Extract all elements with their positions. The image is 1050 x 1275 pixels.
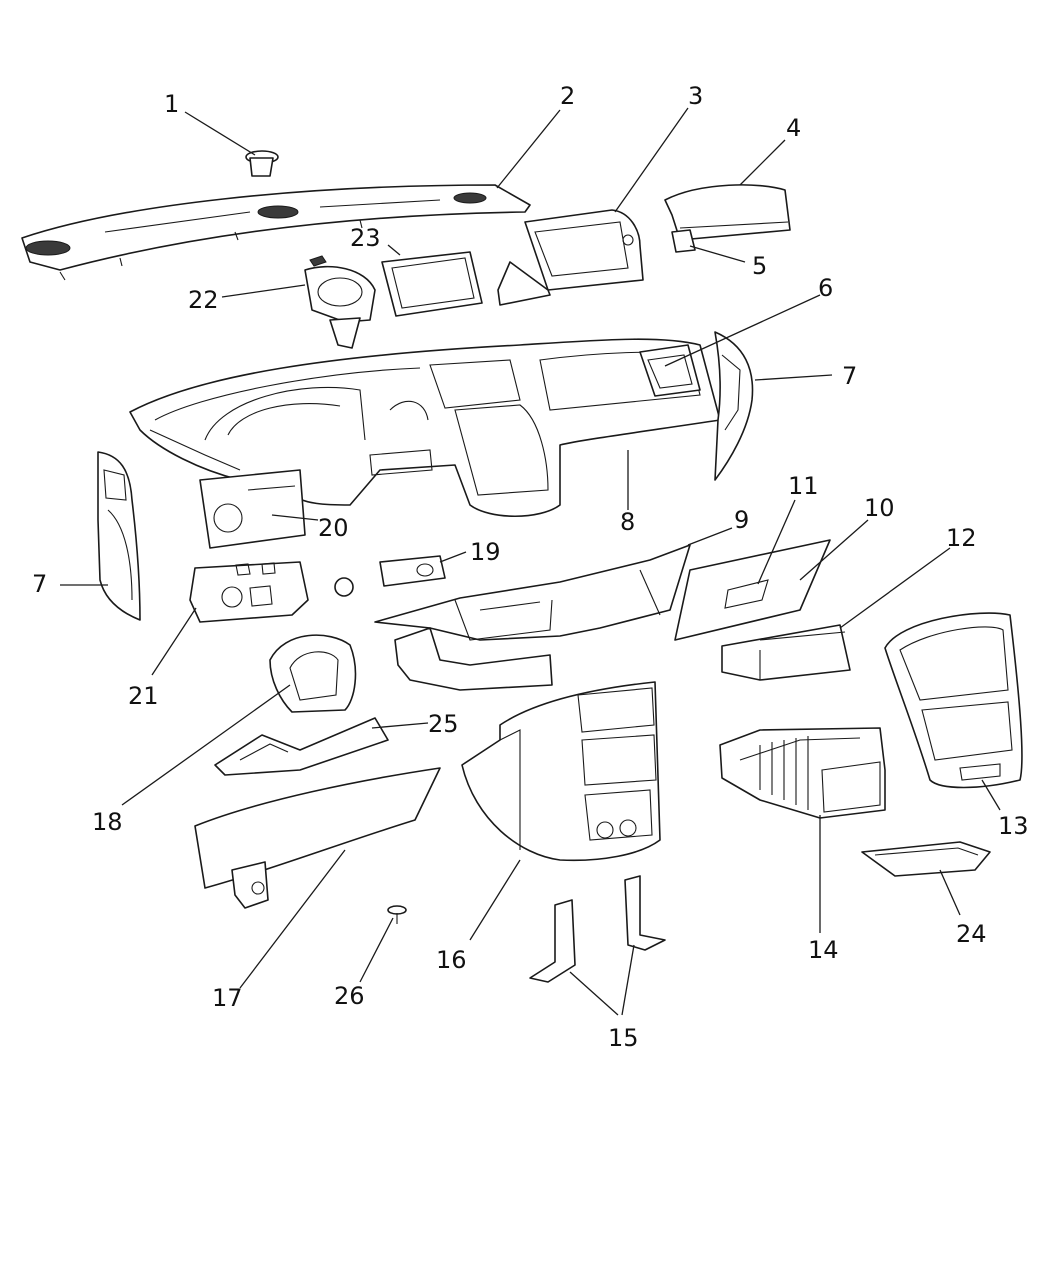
callout-8: 8 [620,508,635,536]
part-25-column-cover [214,717,389,776]
callout-7-right: 7 [842,362,857,390]
callout-20: 20 [318,514,349,542]
part-3-display-housing [497,209,644,306]
part-15-brackets [529,875,666,983]
part-4-cover [664,184,791,241]
part-23-display [381,251,483,317]
part-7-end-cap-left [97,451,141,621]
callout-21: 21 [128,682,159,710]
callout-labels: 1 2 3 4 5 6 7 7 8 9 10 11 12 13 14 15 16… [32,82,1029,1052]
callout-25: 25 [428,710,459,738]
callout-1: 1 [164,90,179,118]
callout-13: 13 [998,812,1029,840]
part-26-pushpin [387,905,407,924]
part-2-dash-top-pad [21,184,531,281]
part-13-console-bezel [884,612,1023,789]
callout-26: 26 [334,982,365,1010]
callout-9: 9 [734,506,749,534]
part-10-glove-box-door [674,539,831,641]
callout-15: 15 [608,1024,639,1052]
part-22-cluster-module [304,255,376,349]
callout-12: 12 [946,524,977,552]
part-7-end-cap-right [714,331,754,481]
part-19-switch-bezel [379,555,446,587]
part-6-bezel [639,344,701,397]
callout-17: 17 [212,984,243,1012]
callout-11: 11 [788,472,819,500]
part-24-tray-mat [861,841,991,877]
callout-10: 10 [864,494,895,522]
part-5-clip [671,229,696,253]
part-17-lower-trim-panel [194,767,441,909]
callout-19: 19 [470,538,501,566]
callout-22: 22 [188,286,219,314]
part-1-clip [245,150,279,177]
callout-16: 16 [436,946,467,974]
callout-14: 14 [808,936,839,964]
callout-2: 2 [560,82,575,110]
callout-24: 24 [956,920,987,948]
callout-7-left: 7 [32,570,47,598]
callout-18: 18 [92,808,123,836]
part-21-switch-bezel [189,561,354,623]
callout-4: 4 [786,114,801,142]
part-16-floor-console [461,681,661,862]
part-18-airbag-cover [269,634,357,713]
callout-5: 5 [752,252,767,280]
part-14-radio-module [719,727,886,819]
part-12-storage-bin [721,624,851,681]
callout-3: 3 [688,82,703,110]
leader-lines [60,107,1001,1016]
part-9-support-structure [374,544,691,691]
callout-23: 23 [350,224,381,252]
callout-6: 6 [818,274,833,302]
part-20-lower-bezel [199,469,306,549]
